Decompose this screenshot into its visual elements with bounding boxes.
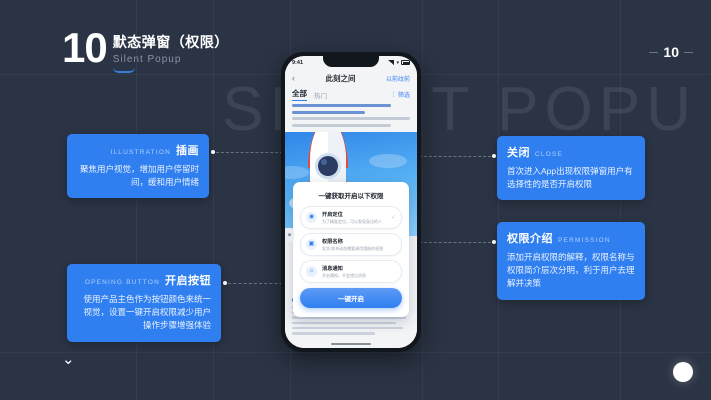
tab-hot[interactable]: 热门 — [314, 92, 327, 100]
feed-placeholder — [285, 102, 417, 132]
permission-row-location[interactable]: ◉ 开启定位 为了精准定位，可以发现身边的人 ✓ — [300, 206, 402, 229]
card-header: ILLUSTRATION 插画 — [77, 142, 199, 158]
status-icons: ▾ — [388, 60, 410, 66]
connector-permission — [414, 240, 496, 244]
bell-icon: ☼ — [306, 266, 317, 277]
card-kicker: CLOSE — [535, 151, 564, 158]
permission-desc: 开启通知，不会错过消息 — [322, 272, 366, 278]
permission-desc: 为了精准定位，可以发现身边的人 — [322, 218, 382, 224]
filter-label: 筛选 — [397, 93, 410, 99]
card-body: 聚焦用户视觉，增加用户停留时间，缓和用户情绪 — [79, 164, 199, 188]
connector-close — [414, 154, 496, 158]
dash-left-icon — [649, 51, 659, 53]
permission-name: 开启定位 — [322, 211, 343, 218]
permission-row-notification[interactable]: ☼ 消息通知 开启通知，不会错过消息 — [300, 260, 402, 283]
app-title: 此刻之间 — [325, 73, 356, 83]
filter-button[interactable]: ⋮ 筛选 — [390, 90, 410, 99]
page-number-value: 10 — [663, 44, 679, 60]
status-bar: 9:41 ▾ — [285, 56, 417, 69]
battery-icon — [401, 60, 410, 65]
filter-icon: ⋮ — [390, 92, 397, 98]
chevron-down-icon[interactable]: ⌄ — [62, 351, 75, 368]
page-title: 默态弹窗（权限） — [112, 34, 229, 50]
title-underline-accent — [112, 67, 135, 73]
card-label: 权限介绍 — [507, 233, 553, 245]
card-body: 添加开启权限的解释，权限名称与权限简介层次分明，利于用户去理解并决策 — [507, 252, 635, 289]
card-header: 关闭 CLOSE — [507, 144, 635, 160]
signal-icon — [388, 60, 395, 65]
annotation-card-illustration[interactable]: ILLUSTRATION 插画 聚焦用户视觉，增加用户停留时间，缓和用户情绪 — [67, 134, 209, 199]
card-body: 首次进入App出现权限弹窗用户有选择性的是否开启权限 — [507, 166, 633, 190]
check-circle-icon[interactable]: ✓ — [390, 215, 396, 221]
card-label: 开启按钮 — [165, 275, 211, 287]
phone-mockup: 9:41 ▾ ‹ 此刻之间 以前纹前 全部 热门 ⋮ 筛选 — [281, 52, 421, 352]
card-kicker: PERMISSION — [558, 237, 611, 244]
annotation-card-close[interactable]: 关闭 CLOSE 首次进入App出现权限弹窗用户有选择性的是否开启权限 — [497, 136, 645, 201]
connector-dot — [492, 154, 496, 158]
connector-dot — [223, 281, 227, 285]
side-tab-handle[interactable]: ◆ — [285, 228, 294, 242]
permission-modal: 一键获取开启以下权限 ◉ 开启定位 为了精准定位，可以发现身边的人 ✓ ▣ 权限… — [293, 182, 409, 317]
permission-name: 权限名称 — [322, 238, 343, 245]
page-subtitle: Silent Popup — [112, 54, 182, 65]
tab-all[interactable]: 全部 — [292, 88, 307, 101]
permission-name: 消息通知 — [322, 265, 343, 272]
modal-title: 一键获取开启以下权限 — [318, 193, 384, 200]
home-indicator — [331, 343, 371, 345]
connector-dot — [211, 150, 215, 154]
navbar-link[interactable]: 以前纹前 — [385, 76, 410, 83]
card-label: 关闭 — [507, 147, 530, 159]
card-label: 插画 — [176, 145, 199, 157]
card-header: OPENING BUTTON 开启按钮 — [77, 272, 211, 288]
permission-row-photo[interactable]: ▣ 权限名称 发文/发布动态需要调用相册的权限 — [300, 233, 402, 256]
slide-number: 10 — [62, 24, 108, 71]
wifi-icon: ▾ — [396, 59, 399, 66]
card-header: 权限介绍 PERMISSION — [507, 230, 635, 246]
card-body: 使用产品主色作为按钮颜色来统一视觉，设置一键开启权限减少用户操作步骤增强体验 — [83, 294, 211, 331]
connector-illustration — [211, 150, 293, 154]
location-pin-icon: ◉ — [306, 212, 317, 223]
page-number-indicator: 10 — [649, 44, 693, 60]
annotation-card-permission[interactable]: 权限介绍 PERMISSION 添加开启权限的解释，权限名称与权限简介层次分明，… — [497, 222, 645, 300]
tab-bar: 全部 热门 ⋮ 筛选 — [285, 87, 417, 102]
status-time: 9:41 — [292, 59, 304, 66]
annotation-card-opening-button[interactable]: OPENING BUTTON 开启按钮 使用产品主色作为按钮颜色来统一视觉，设置… — [67, 264, 221, 342]
permission-desc: 发文/发布动态需要调用相册的权限 — [322, 245, 384, 251]
chevron-left-icon[interactable]: ‹ — [292, 73, 295, 83]
corner-circle-decor — [673, 362, 693, 382]
slide-title-block: 10 默态弹窗（权限） Silent Popup — [62, 24, 229, 73]
connector-opening-button — [223, 281, 293, 285]
dash-right-icon — [684, 51, 693, 53]
enable-all-button[interactable]: 一键开启 — [300, 288, 402, 308]
card-kicker: OPENING BUTTON — [84, 279, 160, 286]
phone-screen: 9:41 ▾ ‹ 此刻之间 以前纹前 全部 热门 ⋮ 筛选 — [285, 56, 417, 348]
phone-notch — [323, 56, 379, 67]
card-kicker: ILLUSTRATION — [110, 149, 171, 156]
app-navbar: ‹ 此刻之间 以前纹前 — [285, 69, 417, 87]
photo-icon: ▣ — [306, 239, 317, 250]
connector-dot — [492, 240, 496, 244]
